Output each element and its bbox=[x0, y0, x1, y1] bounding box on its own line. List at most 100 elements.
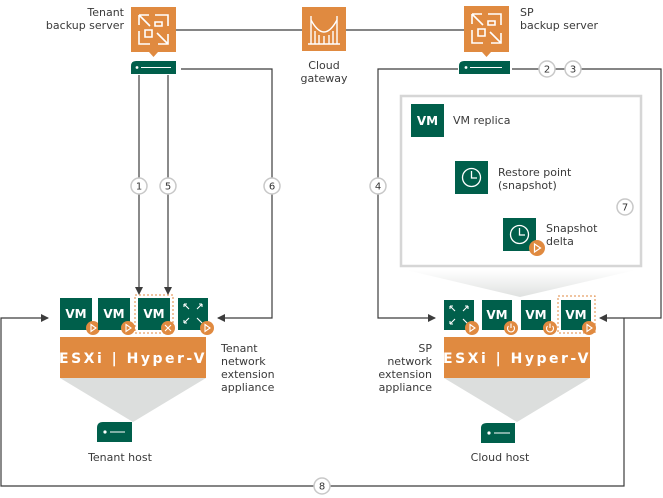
cloud-host-label: Cloud host bbox=[470, 451, 530, 464]
snapshot-delta-icon[interactable] bbox=[503, 218, 545, 256]
sp-server-rack bbox=[459, 61, 510, 74]
snapshot-delta-label: Snapshot delta bbox=[546, 222, 597, 248]
server-led-icon bbox=[135, 66, 139, 69]
sp-host-funnel bbox=[444, 378, 590, 422]
vm-label: VM bbox=[65, 307, 86, 321]
svg-text:3: 3 bbox=[570, 65, 576, 76]
play-icon bbox=[469, 323, 476, 333]
label-line: Snapshot bbox=[546, 222, 598, 235]
step-2: 2 bbox=[538, 60, 556, 78]
tenant-vm-3-failed[interactable]: VM bbox=[134, 294, 175, 335]
step-4: 4 bbox=[369, 177, 387, 195]
vm-replica-label: VM replica bbox=[453, 114, 511, 127]
network-appliance-icon bbox=[183, 303, 203, 324]
label-line: network bbox=[221, 355, 266, 368]
sp-network-appliance[interactable] bbox=[444, 300, 479, 335]
svg-text:7: 7 bbox=[622, 203, 628, 214]
vm-label: VM bbox=[103, 307, 124, 321]
server-led-icon bbox=[103, 430, 107, 434]
label-line: appliance bbox=[221, 381, 275, 394]
label-line: Tenant bbox=[221, 342, 258, 355]
sp-vm-replica-running[interactable]: VM bbox=[557, 295, 596, 335]
play-icon bbox=[125, 323, 132, 333]
veeam-backup-server-icon bbox=[471, 13, 502, 44]
label-line: SP bbox=[520, 6, 534, 19]
network-appliance-icon bbox=[449, 305, 469, 325]
cloud-host-server[interactable] bbox=[380, 423, 515, 443]
step-5: 5 bbox=[159, 177, 177, 195]
sp-hypervisor-label: ESXi | Hyper-V bbox=[443, 351, 591, 367]
label-line: gateway bbox=[300, 72, 348, 85]
svg-text:6: 6 bbox=[269, 182, 275, 193]
label-line: backup server bbox=[45, 19, 124, 32]
sp-backup-server-label: SP backup server bbox=[520, 6, 620, 32]
tenant-backup-server-label: Tenant backup server bbox=[40, 6, 124, 32]
vm-replica-icon[interactable]: VM bbox=[411, 104, 444, 137]
tenant-host-server[interactable] bbox=[97, 422, 132, 442]
play-icon bbox=[533, 242, 542, 254]
svg-text:4: 4 bbox=[375, 182, 381, 193]
step-8: 8 bbox=[313, 477, 331, 495]
line-step-6 bbox=[181, 68, 273, 322]
play-icon bbox=[90, 323, 97, 333]
clock-icon bbox=[461, 167, 482, 188]
sp-network-appliance-label: SP network extension appliance bbox=[360, 342, 432, 394]
svg-text:5: 5 bbox=[165, 182, 171, 193]
server-led-icon bbox=[487, 431, 491, 435]
label-line: appliance bbox=[378, 381, 432, 394]
label-line: Cloud bbox=[308, 59, 340, 72]
vm-label: VM bbox=[143, 307, 164, 321]
play-badge bbox=[86, 321, 100, 335]
play-badge bbox=[200, 321, 214, 335]
tenant-hypervisor-bar bbox=[60, 337, 206, 378]
tenant-backup-server[interactable] bbox=[131, 7, 176, 57]
svg-text:1: 1 bbox=[136, 182, 142, 193]
vm-replica-vm-text: VM bbox=[417, 114, 438, 128]
cross-icon bbox=[164, 324, 172, 332]
cloud-gateway-label: Cloud gateway bbox=[294, 59, 354, 85]
cloud-gateway[interactable] bbox=[302, 7, 346, 51]
sp-backup-server[interactable] bbox=[464, 6, 509, 57]
tenant-network-appliance[interactable] bbox=[178, 298, 214, 335]
veeam-backup-server-icon bbox=[138, 14, 169, 45]
svg-text:8: 8 bbox=[319, 482, 325, 493]
sp-vm-2[interactable]: VM bbox=[521, 300, 557, 335]
label-line: Tenant bbox=[87, 6, 124, 19]
clock-icon bbox=[509, 224, 530, 245]
tenant-hypervisor-label: ESXi | Hyper-V bbox=[59, 351, 207, 367]
play-icon bbox=[204, 323, 211, 333]
play-badge bbox=[465, 321, 479, 335]
step-3: 3 bbox=[564, 60, 582, 78]
label-line: Restore point bbox=[498, 166, 572, 179]
vm-label: VM bbox=[486, 308, 507, 322]
label-line: extension bbox=[378, 368, 432, 381]
restore-point-icon[interactable] bbox=[455, 161, 488, 194]
label-line: network bbox=[387, 355, 432, 368]
tenant-host-funnel bbox=[60, 378, 206, 422]
play-badge bbox=[121, 321, 135, 335]
vm-label: VM bbox=[525, 308, 546, 322]
label-line: SP bbox=[418, 342, 432, 355]
tenant-vm-2[interactable]: VM bbox=[98, 298, 135, 335]
highlight-frame bbox=[134, 294, 174, 334]
restore-point-label: Restore point (snapshot) bbox=[498, 166, 571, 192]
power-icon bbox=[545, 323, 555, 333]
label-line: (snapshot) bbox=[498, 179, 557, 192]
power-icon bbox=[506, 323, 516, 333]
tenant-host-label: Tenant host bbox=[88, 451, 152, 464]
step-6: 6 bbox=[263, 177, 281, 195]
play-icon bbox=[586, 323, 593, 333]
sp-hypervisor-bar bbox=[444, 337, 590, 378]
tenant-vm-1[interactable]: VM bbox=[60, 298, 100, 335]
sp-vm-1[interactable]: VM bbox=[482, 300, 518, 335]
tenant-server-rack bbox=[131, 61, 176, 74]
step-markers: 1 5 6 4 2 3 7 8 bbox=[130, 60, 634, 495]
label-line: delta bbox=[546, 235, 574, 248]
tenant-network-appliance-label: Tenant network extension appliance bbox=[221, 342, 275, 394]
step-7: 7 bbox=[616, 198, 634, 216]
label-line: backup server bbox=[520, 19, 599, 32]
svg-text:2: 2 bbox=[544, 65, 550, 76]
step-1: 1 bbox=[130, 177, 148, 195]
play-badge bbox=[529, 240, 545, 256]
